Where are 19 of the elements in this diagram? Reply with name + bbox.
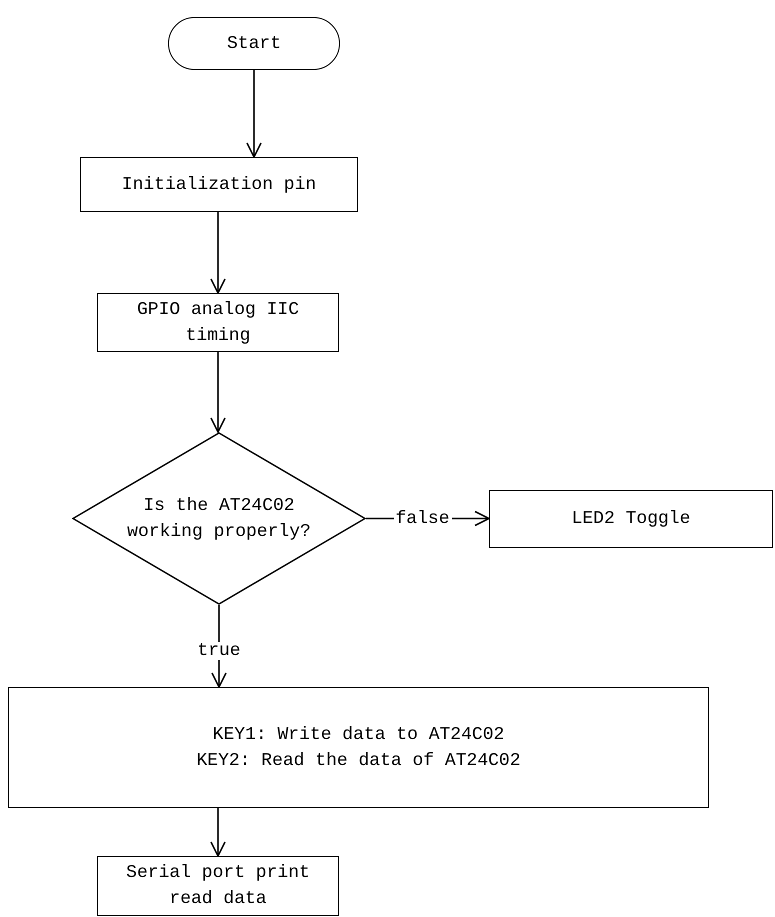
node-text: KEY2: Read the data of AT24C02: [196, 750, 521, 772]
node-text: Is the AT24C02 working properly?: [126, 494, 312, 544]
node-text: Start: [226, 32, 281, 56]
decision-diamond: [72, 432, 366, 605]
arrow: [210, 212, 226, 294]
node-text: LED2 Toggle: [572, 508, 690, 531]
node-text: GPIO analog IIC timing: [136, 298, 300, 348]
node-text: KEY1: Write data to AT24C02: [212, 724, 504, 746]
arrow: [210, 352, 226, 433]
process-box: [8, 687, 709, 808]
process-box: [80, 157, 358, 212]
node-text: Serial port print read data: [125, 862, 311, 911]
node-text: Initialization pin: [122, 174, 316, 196]
process-box: [97, 293, 339, 352]
process-box: [97, 856, 339, 916]
process-box: [489, 490, 773, 548]
arrow: [210, 808, 226, 857]
arrow: [246, 70, 262, 158]
terminal-box: [168, 17, 340, 70]
